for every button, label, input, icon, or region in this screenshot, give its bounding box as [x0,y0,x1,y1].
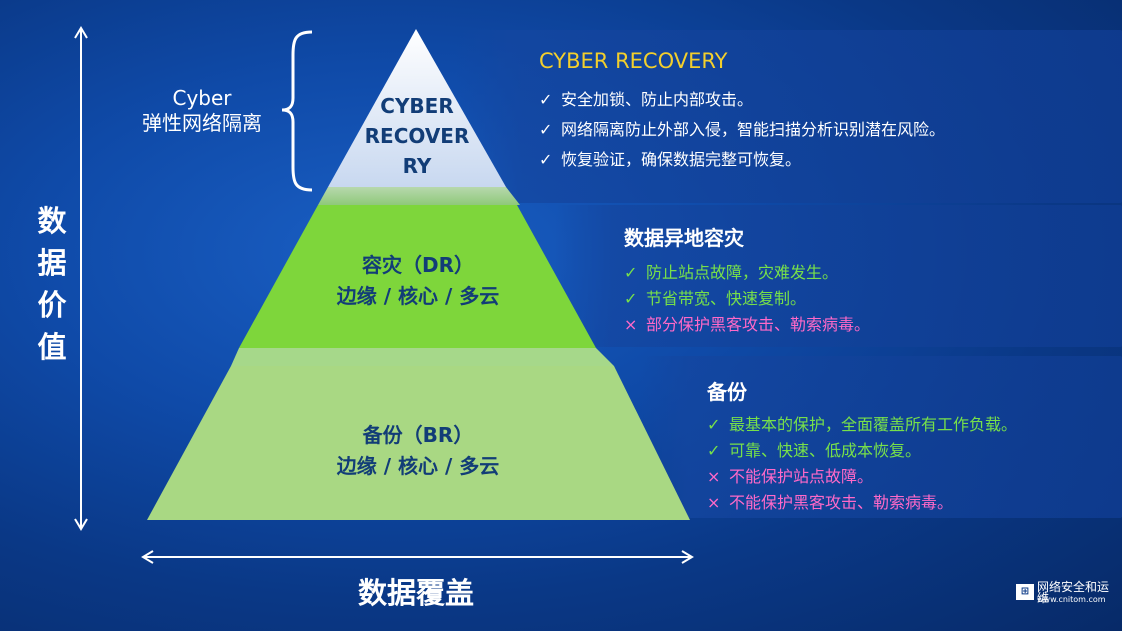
br-item-3: × 不能保护站点故障。 [707,463,873,487]
tier-top-line-3: RY [402,154,432,178]
cyber-item-2-text: 网络隔离防止外部入侵，智能扫描分析识别潜在风险。 [561,120,946,139]
tier-bottom-line-1: 备份（BR） [362,423,474,447]
br-item-2: ✓ 可靠、快速、低成本恢复。 [707,437,921,461]
cyber-panel-title: CYBER RECOVERY [539,49,728,73]
cyber-isolation-line1: Cyber [172,86,232,110]
dr-panel-title: 数据异地容灾 [624,226,744,250]
check-icon: ✓ [707,441,721,460]
cyber-isolation-line2: 弹性网络隔离 [142,111,262,135]
check-icon: ✓ [624,289,638,308]
br-panel-title: 备份 [707,380,747,404]
cyber-item-1-text: 安全加锁、防止内部攻击。 [561,90,754,109]
check-icon: ✓ [624,263,638,282]
cross-icon: × [707,493,721,512]
band-cyber [455,30,1122,203]
br-item-2-text: 可靠、快速、低成本恢复。 [729,441,922,460]
dr-item-2: ✓ 节省带宽、快速复制。 [624,285,806,309]
check-icon: ✓ [539,120,553,139]
cyber-item-2: ✓ 网络隔离防止外部入侵，智能扫描分析识别潜在风险。 [539,116,945,140]
vertical-axis-label: 数据价值 [37,204,67,364]
watermark-logo: ⊞ 网络安全和运维 www.cnitom.com [1016,580,1118,605]
check-icon: ✓ [707,415,721,434]
horizontal-axis-label: 数据覆盖 [357,576,474,610]
tier-top-label: CYBER RECOVER RY [352,91,482,181]
br-item-4-text: 不能保护黑客攻击、勒索病毒。 [729,493,954,512]
tier-bottom-label: 备份（BR） 边缘 / 核心 / 多云 [318,420,518,482]
br-item-3-text: 不能保护站点故障。 [729,467,874,486]
check-icon: ✓ [539,90,553,109]
cyber-item-3-text: 恢复验证，确保数据完整可恢复。 [561,150,802,169]
tier-middle-trapezoid [239,205,596,348]
check-icon: ✓ [539,150,553,169]
tier-middle-base-strip [231,348,614,366]
dr-item-1-text: 防止站点故障，灾难发生。 [646,263,839,282]
band-br [640,356,1122,518]
tier-top-line-1: CYBER [380,94,454,118]
tier-top-triangle [328,29,506,187]
band-dr [555,205,1122,347]
br-item-1: ✓ 最基本的保护，全面覆盖所有工作负载。 [707,411,1017,435]
tier-bottom-trapezoid [147,366,690,520]
dr-item-3: × 部分保护黑客攻击、勒索病毒。 [624,311,870,335]
tier-middle-line-1: 容灾（DR） [361,253,474,277]
tier-middle-line-2: 边缘 / 核心 / 多云 [336,284,500,308]
tier-top-base-strip [318,187,520,205]
cyber-item-3: ✓ 恢复验证，确保数据完整可恢复。 [539,146,801,170]
dr-item-3-text: 部分保护黑客攻击、勒索病毒。 [646,315,871,334]
br-item-4: × 不能保护黑客攻击、勒索病毒。 [707,489,953,513]
cyber-isolation-label: Cyber 弹性网络隔离 [122,86,282,136]
dr-item-2-text: 节省带宽、快速复制。 [646,289,807,308]
watermark-url: www.cnitom.com [1037,595,1106,604]
tier-bottom-line-2: 边缘 / 核心 / 多云 [336,454,500,478]
br-item-1-text: 最基本的保护，全面覆盖所有工作负载。 [729,415,1018,434]
cross-icon: × [707,467,721,486]
horizontal-axis-arrow [141,550,694,564]
dr-item-1: ✓ 防止站点故障，灾难发生。 [624,259,838,283]
tier-top-line-2: RECOVER [364,124,470,148]
tier-middle-label: 容灾（DR） 边缘 / 核心 / 多云 [318,250,518,312]
watermark-name: 网络安全和运维 [1037,580,1110,605]
curly-brace [281,30,313,192]
vertical-axis-arrow [74,26,88,531]
cyber-item-1: ✓ 安全加锁、防止内部攻击。 [539,86,753,110]
watermark-icon: ⊞ [1016,584,1034,600]
cross-icon: × [624,315,638,334]
